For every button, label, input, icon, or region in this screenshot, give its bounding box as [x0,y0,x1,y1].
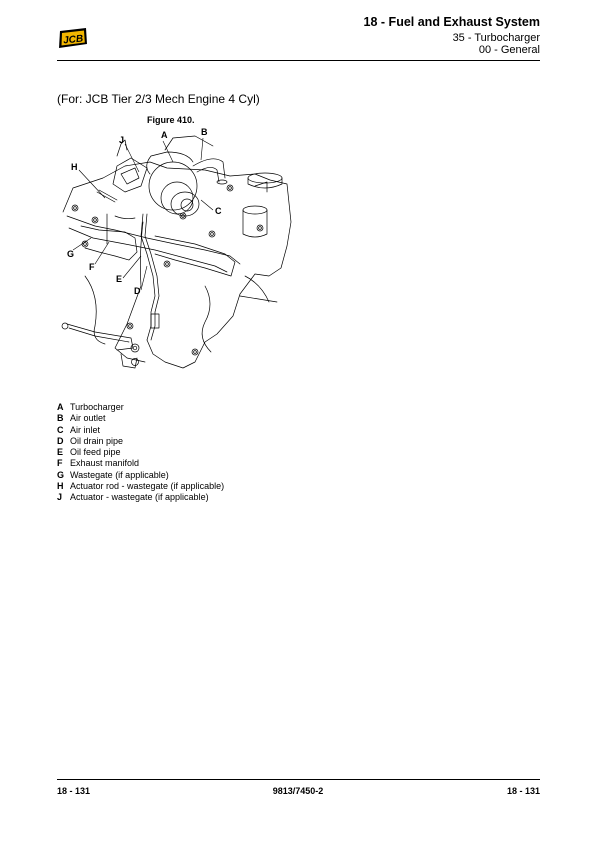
legend-key: E [57,447,64,458]
callout-g: G [67,249,74,259]
legend-key: H [57,481,64,492]
callout-a: A [161,130,168,140]
callout-j: J [119,135,124,145]
legend-text: Wastegate (if applicable) [70,469,169,480]
legend-key: D [57,435,64,446]
legend-key: A [57,402,64,412]
legend-text: Air outlet [70,413,106,424]
callout-e: E [116,274,122,284]
figure-caption: Figure 410. [147,115,195,125]
legend-item: B Air outlet [57,413,224,424]
document-number: 9813/7450-2 [272,786,324,796]
legend-text: Turbocharger [70,402,124,412]
callout-b: B [201,127,208,137]
footer-rule [57,779,540,780]
logo-text: JCB [63,33,84,46]
page-number-right: 18 - 131 [506,786,540,796]
legend-key: J [57,492,63,503]
legend-item: D Oil drain pipe [57,436,224,447]
legend-key: F [57,458,63,469]
legend-item: G Wastegate (if applicable) [57,470,224,481]
legend-item: H Actuator rod - wastegate (if applicable… [57,481,224,492]
legend-text: Oil feed pipe [70,447,121,458]
legend-text: Air inlet [70,424,101,435]
legend-item: C Air inlet [57,425,224,436]
page-number-left: 18 - 131 [57,786,91,796]
legend-item: J Actuator - wastegate (if applicable) [57,492,224,503]
legend-text: Actuator - wastegate (if applicable) [70,492,209,503]
section-title: 18 - Fuel and Exhaust System [363,15,540,29]
figure-legend: A Turbocharger B Air outlet C Air inlet D Oi… [57,402,224,504]
legend-item: E Oil feed pipe [57,447,224,458]
callout-f: F [89,262,95,272]
legend-text: Exhaust manifold [70,458,140,469]
callout-h: H [71,162,78,172]
subsection-title: 35 - Turbocharger [452,32,540,44]
callout-d: D [134,286,141,296]
header-rule [57,60,540,61]
jcb-logo: JCB [59,28,87,48]
subsubsection-title: 00 - General [478,44,540,56]
legend-text: Actuator rod - wastegate (if applicable) [70,481,225,492]
legend-text: Oil drain pipe [70,435,124,446]
legend-key: C [57,424,64,435]
legend-item: A Turbocharger [57,402,224,413]
legend-item: F Exhaust manifold [57,458,224,469]
turbocharger-illustration: A B C D E F G H J [61,127,292,369]
callout-c: C [215,206,222,216]
legend-key: B [57,413,64,424]
applicability-note: (For: JCB Tier 2/3 Mech Engine 4 Cyl) [57,92,260,106]
legend-key: G [57,469,65,480]
